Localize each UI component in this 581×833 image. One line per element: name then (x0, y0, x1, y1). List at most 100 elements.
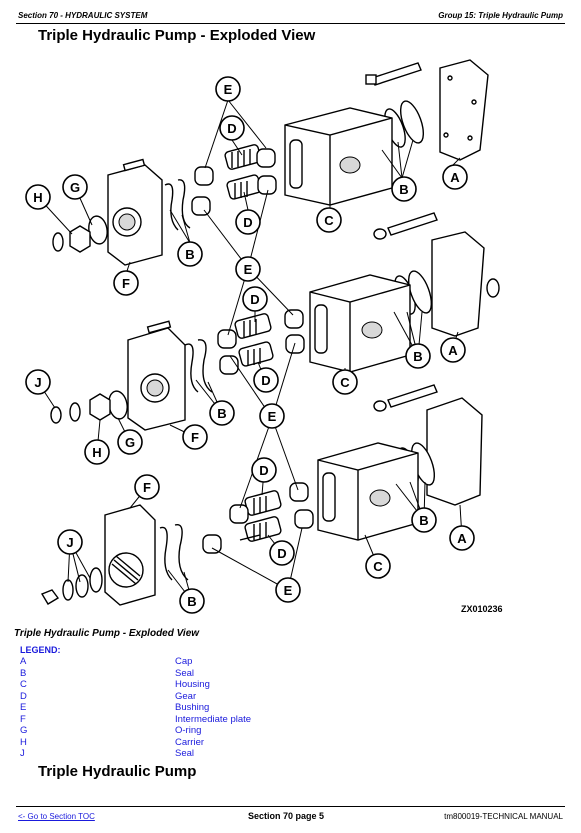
callout-j: J (57, 529, 83, 555)
page-header: Section 70 - HYDRAULIC SYSTEM Group 15: … (16, 9, 565, 24)
legend-item: F Intermediate plate (20, 714, 320, 726)
legend-value: Carrier (175, 736, 205, 748)
exploded-view-diagram: .ln { stroke:#000; stroke-width:1.4; fil… (25, 59, 500, 614)
callout-e: E (275, 577, 301, 603)
legend-value: Gear (175, 690, 197, 702)
section-toc-link[interactable]: <- Go to Section TOC (18, 812, 95, 821)
legend-value: Cap (175, 656, 193, 667)
cap-top-shape (439, 59, 489, 161)
legend-key: G (20, 725, 28, 736)
legend-item: J Seal (20, 748, 320, 760)
page-number: Section 70 page 5 (248, 811, 325, 821)
legend-value: Seal (175, 748, 195, 759)
bolt-top (371, 62, 422, 86)
svg-text:F: F (143, 480, 151, 495)
callout-d: D (235, 209, 261, 235)
legend-item: G O-ring (20, 725, 320, 737)
callout-f: F (113, 270, 139, 296)
callout-f: F (182, 424, 208, 450)
svg-text:D: D (277, 546, 286, 561)
legend-key: D (20, 690, 27, 702)
svg-text:D: D (227, 121, 236, 136)
svg-text:D: D (259, 463, 268, 478)
svg-text:G: G (125, 435, 135, 450)
legend-key: E (20, 702, 27, 713)
callout-c: C (332, 369, 358, 395)
callout-h: H (84, 439, 110, 465)
callout-a: A (449, 525, 475, 551)
svg-text:A: A (457, 531, 467, 546)
svg-text:G: G (70, 180, 80, 195)
svg-text:D: D (261, 373, 270, 388)
callout-b: B (177, 241, 203, 267)
callout-b: B (411, 507, 437, 533)
callout-b: B (209, 400, 235, 426)
section-subtitle: Triple Hydraulic Pump (38, 763, 197, 780)
svg-text:D: D (250, 292, 259, 307)
svg-text:B: B (185, 247, 194, 262)
cap-middle-shape (431, 231, 485, 337)
page-footer: <- Go to Section TOC Section 70 page 5 t… (16, 806, 565, 825)
callout-h: H (25, 184, 51, 210)
legend-item: H Carrier (20, 737, 320, 749)
figure-code: ZX010236 (461, 604, 503, 614)
legend-key: A (20, 656, 27, 667)
cap-bottom-shape (426, 397, 483, 506)
callout-b: B (391, 176, 417, 202)
callout-c: C (316, 207, 342, 233)
callout-b: B (405, 343, 431, 369)
callout-d: D (269, 540, 295, 566)
legend-item: E Bushing (20, 702, 320, 714)
legend-value: Bushing (175, 702, 210, 713)
callouts: E D B A D C G H B F E D B A D C J B E F … (25, 76, 475, 614)
legend-key: B (20, 667, 27, 679)
group-title: Group 15: Triple Hydraulic Pump (438, 11, 563, 20)
legend-item: C Housing (20, 679, 320, 691)
legend-value: Seal (175, 667, 195, 679)
svg-text:B: B (419, 513, 428, 528)
svg-text:B: B (413, 349, 422, 364)
callout-e: E (215, 76, 241, 102)
figure-caption: Triple Hydraulic Pump - Exploded View (14, 628, 200, 639)
section-title: Section 70 - HYDRAULIC SYSTEM (18, 11, 148, 20)
legend-key: J (20, 748, 25, 759)
callout-e: E (235, 256, 261, 282)
svg-text:B: B (217, 406, 226, 421)
legend-value: O-ring (175, 725, 202, 736)
manual-id: tm800019-TECHNICAL MANUAL (444, 812, 563, 821)
callout-e: E (259, 403, 285, 429)
legend-key: F (20, 713, 26, 725)
legend-value: Intermediate plate (175, 713, 252, 725)
legend-item: D Gear (20, 691, 320, 703)
svg-text:A: A (448, 343, 458, 358)
legend-key: H (20, 736, 27, 748)
page-title: Triple Hydraulic Pump - Exploded View (38, 27, 316, 44)
svg-text:E: E (224, 82, 233, 97)
svg-text:B: B (187, 594, 196, 609)
svg-text:H: H (92, 445, 101, 460)
svg-text:C: C (340, 375, 350, 390)
callout-d: D (253, 367, 279, 393)
callout-j: J (25, 369, 51, 395)
svg-text:C: C (324, 213, 334, 228)
callout-d: D (251, 457, 277, 483)
svg-text:C: C (373, 559, 383, 574)
svg-text:D: D (243, 215, 252, 230)
svg-text:H: H (33, 190, 42, 205)
svg-text:J: J (66, 535, 73, 550)
legend-title: LEGEND: (20, 645, 61, 655)
callout-g: G (117, 429, 143, 455)
callout-a: A (440, 337, 466, 363)
legend-key: C (20, 679, 27, 690)
svg-text:J: J (34, 375, 41, 390)
svg-text:E: E (268, 409, 277, 424)
svg-text:E: E (284, 583, 293, 598)
svg-text:A: A (450, 170, 460, 185)
svg-text:F: F (122, 276, 130, 291)
legend-value: Housing (175, 679, 210, 690)
callout-d: D (219, 115, 245, 141)
callout-b: B (179, 588, 205, 614)
callout-g: G (62, 174, 88, 200)
callout-d: D (242, 286, 268, 312)
callout-c: C (365, 553, 391, 579)
